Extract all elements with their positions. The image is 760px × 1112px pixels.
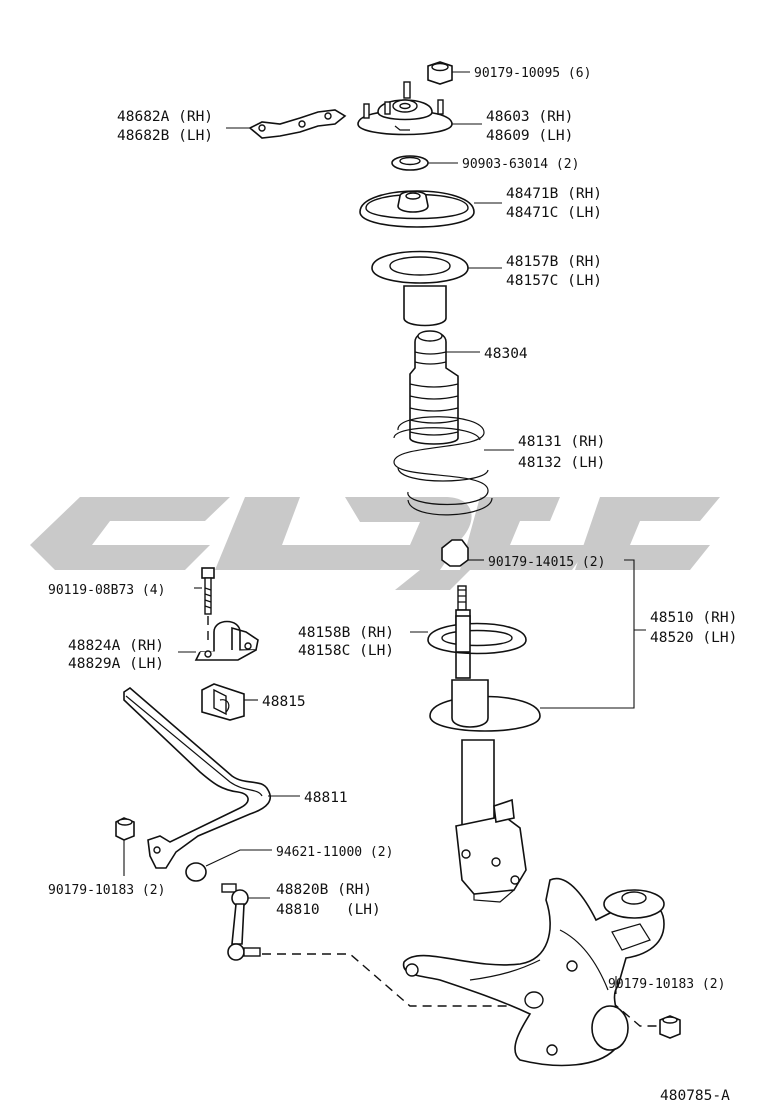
label-lower-seat-rh: 48158B (RH) [298, 625, 394, 641]
stabilizer-bracket-part [178, 620, 259, 661]
link-nut-right-part [659, 1015, 681, 1039]
label-nut-link-right: 90179-10183 (2) [608, 977, 725, 992]
label-insulator-rh: 48157B (RH) [506, 254, 602, 270]
label-bumper: 48304 [484, 346, 528, 362]
diagram-code: 480785-A [660, 1088, 730, 1104]
coil-spring-part [393, 416, 514, 516]
label-nut-top: 90179-10095 (6) [474, 66, 591, 81]
label-stabilizer-bar: 48811 [304, 790, 348, 806]
absorber-callout-lines [540, 559, 646, 709]
upper-spring-seat-part [359, 190, 502, 228]
label-upper-seat-rh: 48471B (RH) [506, 186, 602, 202]
link-nut-left-part [115, 817, 135, 876]
label-mount-rh: 48603 (RH) [486, 109, 573, 125]
label-absorber-rh: 48510 (RH) [650, 610, 737, 626]
label-stab-bracket-rh: 48824A (RH) [68, 638, 164, 654]
label-bracket-bolt: 90119-08B73 (4) [48, 583, 165, 598]
label-absorber-lh: 48520 (LH) [650, 630, 737, 646]
bearing-part [391, 155, 458, 171]
part-number-labels: 90179-10095 (6) 48682A (RH) 48682B (LH) … [48, 66, 737, 1104]
watermark-logo [30, 497, 720, 590]
steering-knuckle-part [402, 877, 665, 1067]
label-lower-seat-lh: 48158C (LH) [298, 643, 394, 659]
label-link-rh: 48820B (RH) [276, 882, 372, 898]
label-bracket-rh: 48682A (RH) [117, 109, 213, 125]
label-bracket-lh: 48682B (LH) [117, 128, 213, 144]
label-bearing: 90903-63014 (2) [462, 157, 579, 172]
suspension-support-part [357, 81, 482, 136]
shock-absorber-part [429, 585, 541, 903]
stabilizer-link-part [221, 883, 270, 961]
label-washer: 94621-11000 (2) [276, 845, 393, 860]
spring-insulator-part [371, 250, 502, 327]
label-spring-lh: 48132 (LH) [518, 455, 605, 471]
bump-stopper-part [409, 330, 480, 445]
label-bushing: 48815 [262, 694, 306, 710]
stabilizer-bushing-part [201, 683, 258, 721]
label-insulator-lh: 48157C (LH) [506, 273, 602, 289]
label-spring-rh: 48131 (RH) [518, 434, 605, 450]
label-link-lh: 48810 (LH) [276, 902, 381, 918]
top-nut-part [427, 61, 470, 85]
label-stab-bracket-lh: 48829A (LH) [68, 656, 164, 672]
label-nut-link-left: 90179-10183 (2) [48, 883, 165, 898]
stabilizer-bar-part [123, 686, 300, 869]
washer-part [185, 849, 272, 882]
lower-spring-seat-part [410, 615, 527, 655]
piston-nut-part [441, 539, 484, 567]
label-mount-lh: 48609 (LH) [486, 128, 573, 144]
label-upper-seat-lh: 48471C (LH) [506, 205, 602, 221]
mount-bracket-part [226, 109, 347, 139]
label-nut-piston: 90179-14015 (2) [488, 555, 605, 570]
bracket-bolt-part [194, 567, 215, 644]
